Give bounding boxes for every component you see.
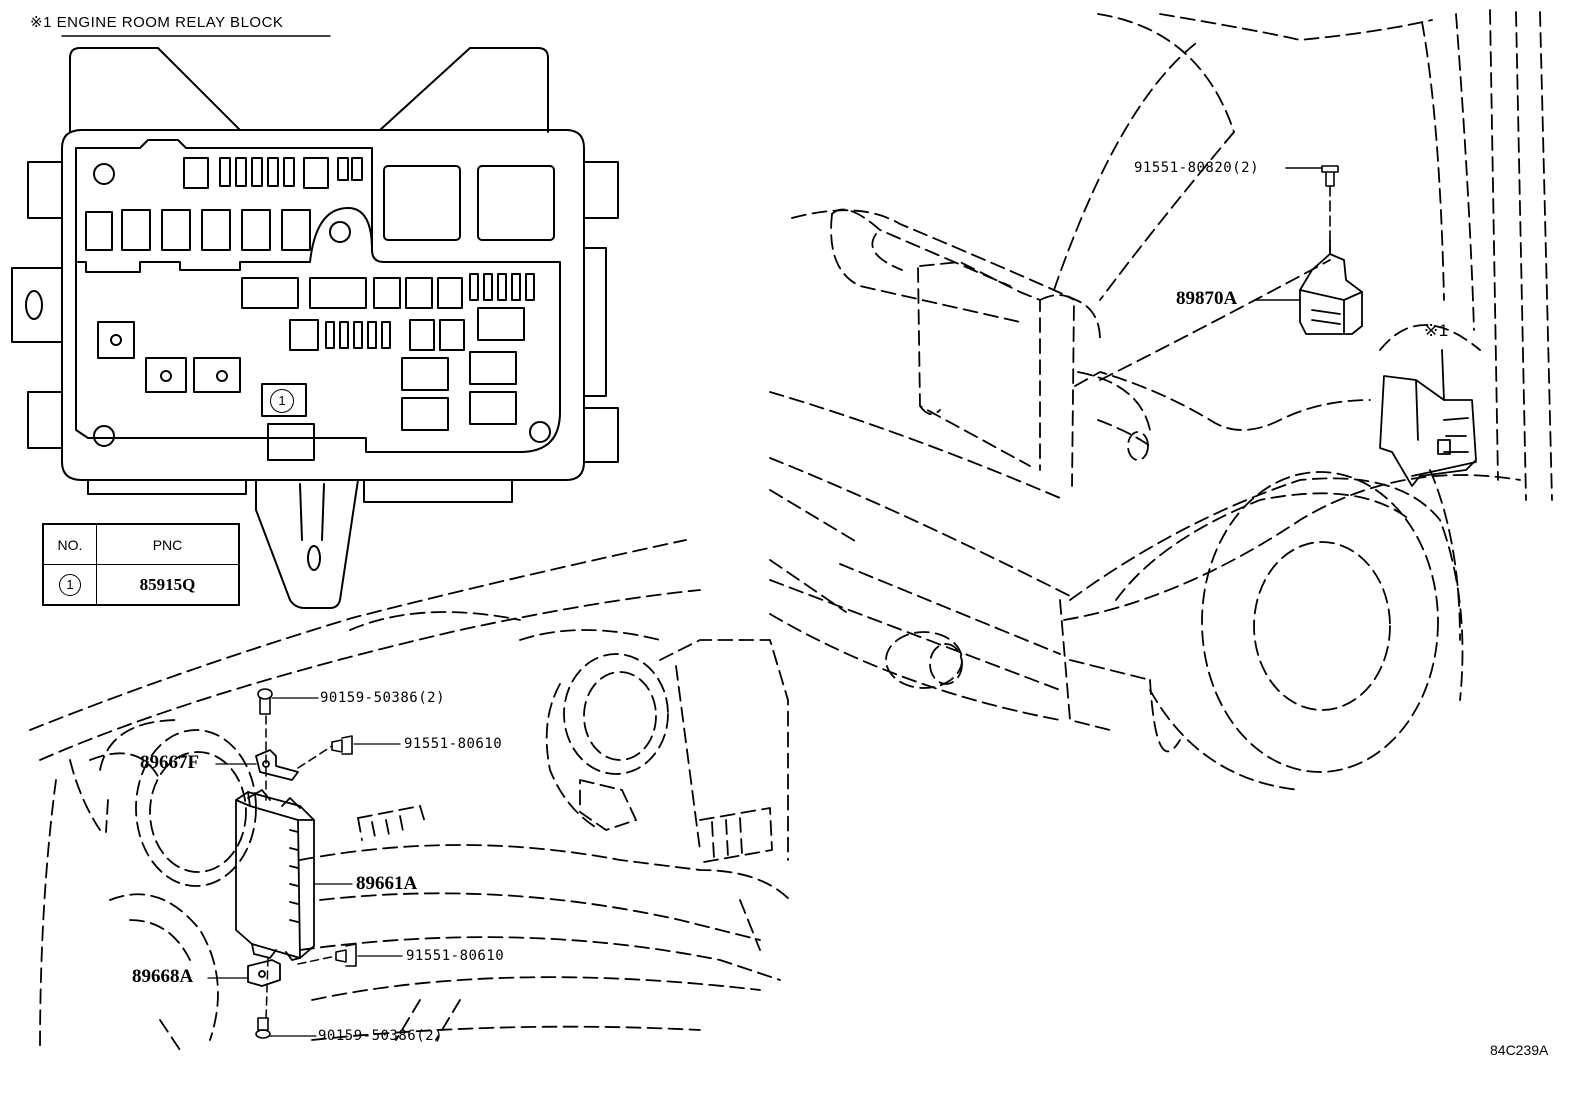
label-ref-1: ※1	[1424, 321, 1449, 340]
relay-block-location-drawing	[1379, 349, 1477, 487]
bolt-90159-bottom-drawing	[255, 1017, 271, 1039]
relay-block-drawing	[11, 47, 619, 609]
relay-block-title: ※1 ENGINE ROOM RELAY BLOCK	[30, 14, 284, 31]
label-91551-80610-bottom: 91551-80610	[406, 948, 505, 964]
bolt-90159-top-drawing	[257, 688, 273, 715]
label-89667F: 89667F	[140, 752, 200, 773]
pnc-table: NO. PNC 1 85915Q	[42, 523, 240, 606]
label-91551-80820: 91551-80820(2)	[1134, 160, 1260, 176]
label-91551-80610-top: 91551-80610	[404, 736, 503, 752]
pnc-header-pnc: PNC	[96, 523, 240, 565]
bolt-91551-top-drawing	[331, 735, 353, 755]
relay-callout-1: 1	[270, 389, 294, 413]
table-row: 1 85915Q	[42, 564, 240, 606]
bolt-91551-bottom-drawing	[335, 943, 357, 967]
truck-cab-drawing	[769, 9, 1553, 791]
module-89661A-drawing	[235, 749, 315, 987]
leader-lines	[207, 697, 403, 1037]
label-89661A: 89661A	[356, 873, 418, 894]
pnc-table-header-row: NO. PNC	[42, 523, 240, 565]
label-89870A: 89870A	[1176, 288, 1238, 309]
pnc-row-no: 1	[59, 573, 81, 596]
module-89870A-drawing	[1299, 239, 1363, 335]
label-90159-50386-top: 90159-50386(2)	[320, 690, 446, 706]
pnc-row-value: 85915Q	[96, 564, 240, 606]
dashboard-drawing	[29, 539, 791, 1051]
pnc-header-no: NO.	[42, 523, 97, 565]
label-89668A: 89668A	[132, 966, 194, 987]
bolt-91551-80820-drawing	[1321, 165, 1339, 187]
label-90159-50386-bottom: 90159-50386(2)	[318, 1028, 444, 1044]
figure-id: 84C239A	[1490, 1042, 1549, 1058]
